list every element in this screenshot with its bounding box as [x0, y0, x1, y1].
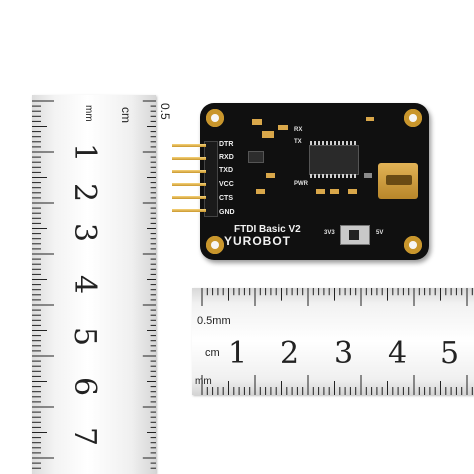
vertical-ruler-number: 5 — [67, 327, 102, 347]
board-brand: YUROBOT — [224, 234, 291, 248]
resistor — [266, 173, 275, 178]
chip-pins — [310, 174, 356, 178]
resistor — [330, 189, 339, 194]
mounting-hole — [206, 109, 224, 127]
led — [366, 117, 374, 121]
horizontal-ruler-number: 3 — [334, 336, 354, 371]
vertical-ruler-number: 2 — [67, 183, 102, 203]
mounting-hole — [206, 236, 224, 254]
regulator — [248, 151, 264, 163]
header-pin — [172, 170, 206, 173]
header-pin — [172, 196, 206, 199]
pin-label-gnd: GND — [219, 209, 235, 216]
vertical-ruler-half-label: 0.5 — [158, 103, 172, 120]
horizontal-ruler-number: 1 — [228, 336, 248, 371]
resistor — [316, 189, 325, 194]
horizontal-ruler-mm-label: mm — [195, 376, 212, 387]
header-pin — [172, 209, 206, 212]
board-title: FTDI Basic V2 — [234, 224, 301, 235]
3v3-silk-label: 3V3 — [324, 230, 335, 236]
ftdi-board: DTR RXD TXD VCC CTS GND RX TX PWR 3V3 5V… — [172, 103, 429, 260]
pin-label-txd: TXD — [219, 167, 233, 174]
vertical-ruler-number: 7 — [67, 427, 102, 447]
capacitor — [262, 131, 274, 138]
horizontal-ruler: 0.5mm cm mm 1 2 3 4 5 — [192, 288, 474, 395]
pin-label-rxd: RXD — [219, 154, 234, 161]
pin-label-vcc: VCC — [219, 181, 234, 188]
pwr-silk-label: PWR — [294, 181, 308, 187]
pin-label-cts: CTS — [219, 195, 233, 202]
resistor — [364, 173, 372, 178]
vertical-ruler-number: 3 — [67, 223, 102, 243]
capacitor — [252, 119, 262, 125]
vertical-ruler-number: 6 — [67, 377, 102, 397]
vertical-ruler-number: 1 — [67, 143, 102, 163]
vertical-ruler-mm-label: mm — [83, 105, 94, 122]
pin-label-dtr: DTR — [219, 141, 234, 148]
vertical-ruler-cm-label: cm — [119, 107, 133, 123]
mini-usb-connector — [378, 163, 418, 199]
mounting-hole — [404, 236, 422, 254]
horizontal-ruler-number: 4 — [388, 336, 408, 371]
header-pin — [172, 144, 206, 147]
chip-pins — [310, 141, 356, 145]
5v-silk-label: 5V — [376, 230, 384, 236]
vertical-ruler: mm cm 0.5 1 2 3 4 5 6 7 — [32, 95, 172, 474]
resistor — [278, 125, 288, 130]
horizontal-ruler-cm-label: cm — [205, 347, 220, 359]
horizontal-ruler-ticks — [201, 288, 473, 395]
tx-silk-label: TX — [294, 139, 302, 145]
ftdi-chip — [309, 145, 359, 175]
resistor — [348, 189, 357, 194]
header-pin — [172, 157, 206, 160]
mounting-hole — [404, 109, 422, 127]
vertical-ruler-ticks — [32, 100, 156, 469]
horizontal-ruler-number: 5 — [440, 336, 460, 371]
voltage-select-switch — [340, 225, 370, 245]
rx-silk-label: RX — [294, 127, 303, 133]
resistor — [256, 189, 265, 194]
header-pin — [172, 183, 206, 186]
vertical-ruler-number: 4 — [67, 275, 102, 295]
horizontal-ruler-number: 2 — [280, 336, 300, 371]
horizontal-ruler-half-label: 0.5mm — [197, 315, 231, 327]
pin-header — [204, 141, 218, 217]
